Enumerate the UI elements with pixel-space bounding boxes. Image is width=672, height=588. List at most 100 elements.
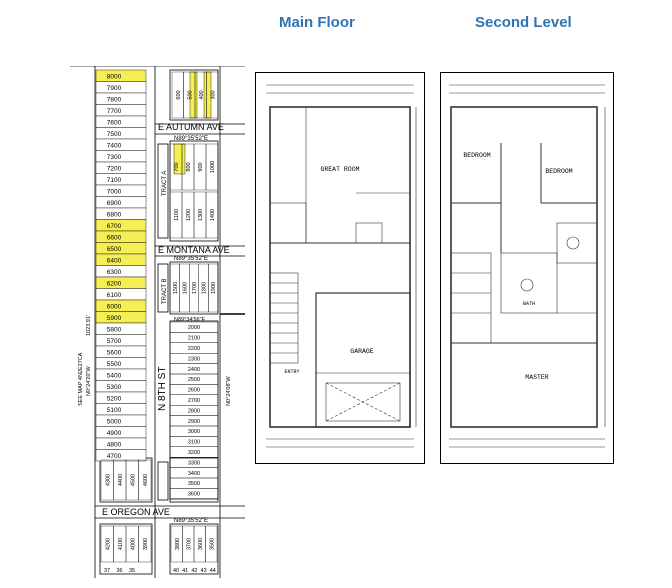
lot-label: 5900 — [107, 315, 122, 322]
lot-label: 6300 — [107, 269, 122, 276]
lot-label: 3500 — [209, 538, 215, 550]
lot-label: 4100 — [118, 538, 124, 550]
lot-label: 700 — [174, 162, 180, 171]
entry-label: ENTRY — [284, 369, 299, 375]
lot-label: 3100 — [188, 440, 200, 446]
lot-label: 800 — [186, 162, 192, 171]
lot-label: 7400 — [107, 143, 122, 150]
master-label: MASTER — [525, 374, 549, 381]
lot-parcel — [138, 525, 152, 563]
lot-label: 3400 — [188, 471, 200, 477]
lot-label: 500 — [187, 90, 193, 99]
street-label-oregon: E OREGON AVE — [102, 507, 170, 517]
lot-label: 7000 — [107, 189, 122, 196]
lot-label: 300 — [210, 90, 216, 99]
lot-parcel — [205, 143, 219, 191]
lot-label: 2000 — [188, 325, 200, 331]
plat-map: 8000790078007700760075007400730072007100… — [70, 66, 245, 578]
lot-number: 42 — [191, 568, 197, 574]
lot-label: 2500 — [188, 377, 200, 383]
lot-label: 4500 — [130, 474, 136, 486]
lot-label: 2300 — [188, 356, 200, 362]
lot-label: 3000 — [188, 429, 200, 435]
lot-label: 4200 — [105, 538, 111, 550]
tract-b-label: TRACT B — [162, 278, 168, 304]
lot-number: 41 — [182, 568, 188, 574]
lot-label: 1300 — [198, 209, 204, 221]
lot-label: 7700 — [107, 108, 122, 115]
lot-label: 6600 — [107, 235, 122, 242]
lot-label: 1200 — [186, 209, 192, 221]
lot-label: 3200 — [188, 450, 200, 456]
lot-number: 35 — [129, 568, 135, 574]
lot-parcel — [169, 488, 219, 499]
lot-label: 2400 — [188, 367, 200, 373]
lot-label: 1800 — [202, 282, 208, 294]
lot-label: 4300 — [105, 474, 111, 486]
lot-label: 6800 — [107, 212, 122, 219]
lot-label: 600 — [176, 90, 182, 99]
lot-number: 36 — [116, 568, 122, 574]
lot-label: 7500 — [107, 131, 122, 138]
lot-label: 4800 — [107, 442, 122, 449]
second-level-drawing: BEDROOM BEDROOM MASTER BATH — [449, 84, 606, 448]
main-floor-drawing: GREAT ROOM GARAGE ENTRY — [266, 84, 417, 448]
bearing-oregon: N89°35'52"E — [174, 518, 208, 524]
lot-label: 8000 — [107, 74, 122, 81]
distance-west: 1023.91' — [86, 315, 92, 336]
lot-parcel — [138, 459, 152, 501]
map-reference: SEE MAP 4N2E27CA — [78, 352, 84, 406]
lot-label: 6000 — [107, 304, 122, 311]
lot-label: 4400 — [118, 474, 124, 486]
lot-label: 900 — [198, 162, 204, 171]
lot-label: 7800 — [107, 97, 122, 104]
bath-label: BATH — [523, 301, 535, 307]
lot-label: 7900 — [107, 85, 122, 92]
lot-parcel — [206, 71, 219, 119]
lot-label: 4900 — [107, 430, 122, 437]
great-room-label: GREAT ROOM — [320, 166, 359, 173]
lot-label: 5000 — [107, 419, 122, 426]
lot-label: 5500 — [107, 361, 122, 368]
lot-parcel — [208, 263, 219, 313]
lot-label: 7200 — [107, 166, 122, 173]
lot-label: 6900 — [107, 200, 122, 207]
lot-label: 1900 — [211, 282, 217, 294]
lot-label: 1500 — [173, 282, 179, 294]
tract-a-label: TRACT A — [162, 171, 168, 196]
lot-label: 400 — [199, 90, 205, 99]
lot-parcel — [95, 449, 147, 462]
lot-label: 3600 — [188, 492, 200, 498]
lot-number: 44 — [210, 568, 216, 574]
bearing-east: N0°24'08"W — [226, 376, 232, 406]
bedroom-right-label: BEDROOM — [545, 168, 572, 175]
lot-label: 3300 — [188, 460, 200, 466]
lot-label: 1700 — [192, 282, 198, 294]
lot-label: 4700 — [107, 453, 122, 460]
lot-label: 5200 — [107, 396, 122, 403]
lot-label: 1100 — [174, 209, 180, 221]
lot-label: 5300 — [107, 384, 122, 391]
bearing-montana: N89°35'52"E — [174, 256, 208, 262]
lot-label: 6500 — [107, 246, 122, 253]
lot-label: 5800 — [107, 327, 122, 334]
lot-label: 6100 — [107, 292, 122, 299]
second-level-heading: Second Level — [475, 14, 572, 31]
bedroom-left-label: BEDROOM — [463, 152, 490, 159]
lot-label: 4600 — [143, 474, 149, 486]
lot-label: 1600 — [182, 282, 188, 294]
lot-label: 5100 — [107, 407, 122, 414]
second-level-plan: BEDROOM BEDROOM MASTER BATH — [440, 72, 614, 464]
lot-label: 3600 — [198, 538, 204, 550]
garage-label: GARAGE — [350, 348, 374, 355]
street-label-8th: N 8TH ST — [157, 367, 168, 411]
bearing-row: N89°34'56"E — [174, 317, 206, 323]
lot-label: 1400 — [210, 209, 216, 221]
main-floor-heading: Main Floor — [279, 14, 355, 31]
lot-number: 43 — [201, 568, 207, 574]
lot-label: 6700 — [107, 223, 122, 230]
lot-label: 6400 — [107, 258, 122, 265]
lot-label: 4000 — [130, 538, 136, 550]
lot-label: 2100 — [188, 336, 200, 342]
street-label-autumn: E AUTUMN AVE — [158, 122, 224, 132]
